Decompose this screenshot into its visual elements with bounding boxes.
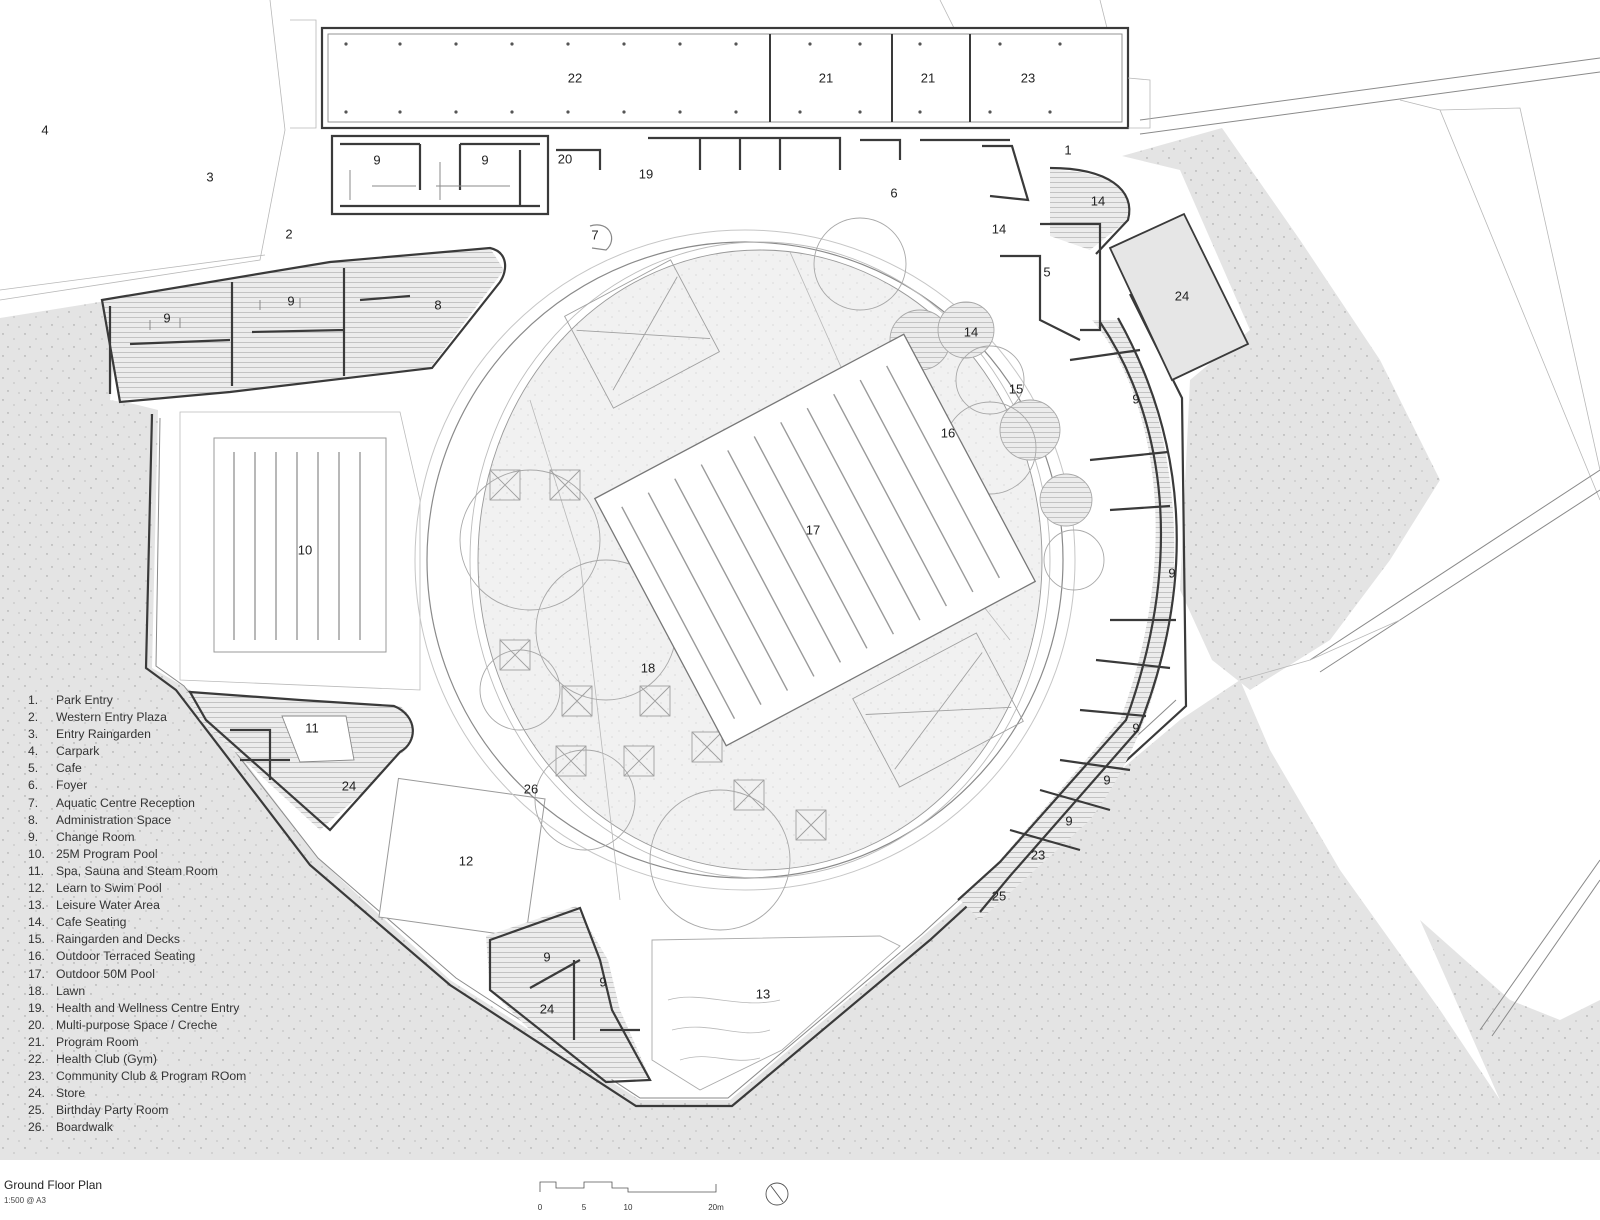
legend-item: 15.Raingarden and Decks: [28, 932, 180, 947]
learn-to-swim-pool: [378, 777, 546, 939]
legend-item: 13.Leisure Water Area: [28, 898, 160, 913]
legend-item: 2.Western Entry Plaza: [28, 710, 167, 725]
room-label-4: 4: [41, 122, 48, 137]
legend-item: 17.Outdoor 50M Pool: [28, 966, 155, 981]
room-labels: 1 2 3 4 5 6 7 8 9 9 9 9 9 9 9 9 9 9 9 10…: [41, 70, 1189, 1016]
program-pool-25m: [179, 411, 421, 691]
legend-item: 10.25M Program Pool: [28, 846, 158, 861]
room-label-19: 19: [639, 166, 653, 181]
room-label-22: 22: [568, 70, 582, 85]
room-label-9: 9: [1132, 720, 1139, 735]
room-label-9: 9: [1065, 813, 1072, 828]
room-label-24: 24: [540, 1001, 554, 1016]
room-label-23: 23: [1021, 70, 1035, 85]
legend-item: 18.Lawn: [28, 983, 86, 998]
legend-item: 20.Multi-purpose Space / Creche: [28, 1017, 218, 1032]
scale-tick: 10: [624, 1203, 633, 1212]
room-label-26: 26: [524, 781, 538, 796]
room-label-21: 21: [819, 70, 833, 85]
room-label-2: 2: [285, 226, 292, 241]
north-wing: [290, 19, 1151, 130]
room-label-9: 9: [163, 310, 170, 325]
scale-tick: 5: [582, 1203, 587, 1212]
room-label-7: 7: [591, 227, 598, 242]
plan-scale: 1:500 @ A3: [4, 1196, 46, 1205]
legend-item: 23.Community Club & Program ROom: [28, 1069, 247, 1084]
room-label-16: 16: [941, 425, 955, 440]
leisure-water-area: [651, 935, 901, 1091]
legend-item: 19.Health and Wellness Centre Entry: [28, 1000, 240, 1015]
room-label-9: 9: [1168, 565, 1175, 580]
east-change-rooms: [957, 317, 1178, 920]
raingarden-decks: [489, 259, 1024, 841]
room-label-1: 1: [1064, 142, 1071, 157]
room-label-14: 14: [1091, 193, 1105, 208]
legend-item: 26.Boardwalk: [28, 1120, 113, 1135]
room-label-9: 9: [1132, 391, 1139, 406]
scale-bar: 0 5 10 20m: [538, 1181, 724, 1212]
legend-item: 11.Spa, Sauna and Steam Room: [28, 863, 218, 878]
legend-item: 6.Foyer: [28, 778, 88, 793]
south-store-block: [486, 906, 652, 1084]
legend-item: 12.Learn to Swim Pool: [28, 881, 162, 896]
plan-title: Ground Floor Plan: [4, 1178, 103, 1192]
room-label-9: 9: [481, 152, 488, 167]
room-label-9: 9: [287, 293, 294, 308]
west-admin-block: [100, 246, 507, 404]
room-label-12: 12: [459, 853, 473, 868]
room-label-8: 8: [434, 297, 441, 312]
room-label-6: 6: [890, 185, 897, 200]
room-label-20: 20: [558, 151, 572, 166]
legend-item: 9.Change Room: [28, 829, 135, 844]
room-label-9: 9: [1103, 772, 1110, 787]
spa-block: [186, 690, 414, 832]
legend-item: 3.Entry Raingarden: [28, 727, 151, 742]
room-label-14: 14: [964, 324, 978, 339]
legend-item: 1.Park Entry: [28, 693, 113, 707]
reception-desk: [589, 224, 613, 251]
legend-item: 8.Administration Space: [28, 812, 172, 827]
scale-tick: 0: [538, 1203, 543, 1212]
room-label-21: 21: [921, 70, 935, 85]
room-label-24: 24: [1175, 288, 1189, 303]
legend-item: 24.Store: [28, 1086, 86, 1101]
room-label-14: 14: [992, 221, 1006, 236]
legend-item: 22.Health Club (Gym): [28, 1051, 157, 1066]
room-label-15: 15: [1009, 381, 1023, 396]
room-label-18: 18: [641, 660, 655, 675]
legend-item: 7.Aquatic Centre Reception: [28, 795, 195, 810]
outdoor-pool-50m: [593, 333, 1037, 747]
legend-item: 21.Program Room: [28, 1034, 139, 1049]
room-label-23: 23: [1031, 847, 1045, 862]
north-arrow-icon: [765, 1182, 789, 1206]
legend-item: 5.Cafe: [28, 761, 82, 776]
plan-legend: 1.Park Entry 2.Western Entry Plaza 3.Ent…: [28, 692, 246, 1136]
room-label-5: 5: [1043, 264, 1050, 279]
north-change-rooms: [330, 134, 1030, 216]
room-label-24: 24: [342, 778, 356, 793]
room-label-13: 13: [756, 986, 770, 1001]
legend-item: 16.Outdoor Terraced Seating: [28, 949, 196, 964]
scale-tick: 20m: [708, 1203, 724, 1212]
legend-item: 25.Birthday Party Room: [28, 1103, 169, 1118]
north-east-block: [1000, 166, 1250, 382]
room-label-9: 9: [373, 152, 380, 167]
legend-item: 14.Cafe Seating: [28, 915, 127, 930]
room-label-9: 9: [543, 949, 550, 964]
room-label-25: 25: [992, 888, 1006, 903]
room-label-11: 11: [305, 720, 319, 735]
legend-item: 4.Carpark: [28, 744, 100, 759]
room-label-3: 3: [206, 169, 213, 184]
room-label-17: 17: [806, 522, 820, 537]
room-label-10: 10: [298, 542, 312, 557]
room-label-9: 9: [599, 974, 606, 989]
